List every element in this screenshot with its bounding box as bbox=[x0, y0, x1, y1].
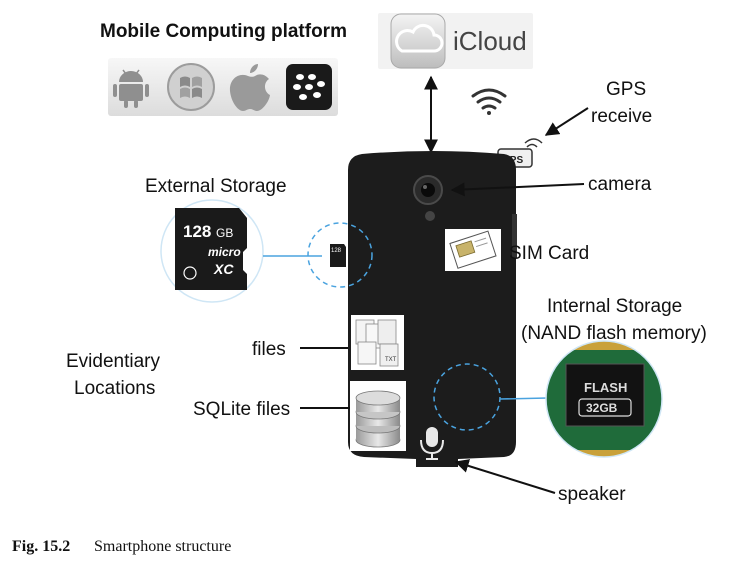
sim-card-image bbox=[445, 229, 501, 271]
os-icons-strip bbox=[108, 58, 338, 116]
platform-title: Mobile Computing platform bbox=[100, 21, 347, 42]
internal-storage-label-line1: Internal Storage bbox=[547, 296, 682, 317]
camera-label: camera bbox=[588, 174, 652, 195]
microphone-icon bbox=[420, 427, 444, 460]
icloud-icon bbox=[390, 13, 446, 69]
microsd-card-image: 128 GB micro XC bbox=[160, 199, 264, 303]
flash-capacity-text: 32GB bbox=[586, 401, 618, 415]
files-image: TXT bbox=[351, 315, 404, 370]
gps-label-line1: GPS bbox=[606, 79, 646, 100]
files-label: files bbox=[252, 339, 286, 360]
external-storage-highlight bbox=[307, 222, 373, 288]
icloud-label: iCloud bbox=[453, 26, 527, 56]
android-icon bbox=[113, 69, 149, 108]
sim-card-label: SIM Card bbox=[509, 243, 589, 264]
speaker-label: speaker bbox=[558, 484, 626, 505]
sqlite-files-label: SQLite files bbox=[193, 399, 290, 420]
speaker-arrow bbox=[454, 459, 556, 494]
camera-arrow bbox=[450, 182, 585, 197]
evidentiary-label-line1: Evidentiary bbox=[66, 351, 160, 372]
database-icon bbox=[350, 381, 406, 451]
external-storage-label: External Storage bbox=[145, 176, 287, 197]
figure-caption: Smartphone structure bbox=[94, 538, 231, 555]
sd-brand-top: micro bbox=[208, 245, 241, 259]
camera-icon bbox=[413, 175, 443, 221]
file-badge-text: TXT bbox=[385, 357, 397, 363]
blackberry-icon bbox=[286, 64, 332, 110]
icloud-badge: iCloud bbox=[378, 13, 533, 69]
internal-storage-highlight bbox=[433, 363, 501, 431]
windows-icon bbox=[167, 63, 215, 111]
sd-slot-card: 128 bbox=[328, 242, 348, 270]
sd-brand-bottom: XC bbox=[213, 261, 234, 277]
wifi-icon bbox=[471, 88, 507, 115]
internal-storage-label-line2: (NAND flash memory) bbox=[521, 323, 707, 344]
gps-arrow bbox=[544, 107, 589, 136]
internal-storage-connector bbox=[499, 397, 549, 400]
evidentiary-label-line2: Locations bbox=[74, 378, 155, 399]
apple-icon bbox=[229, 64, 270, 111]
nand-flash-image: FLASH 32GB bbox=[545, 340, 663, 458]
sd-unit-text: GB bbox=[216, 226, 233, 240]
flash-label-text: FLASH bbox=[584, 380, 627, 395]
gps-label-line2: receive bbox=[591, 106, 652, 127]
figure-number: Fig. 15.2 bbox=[12, 538, 70, 555]
sd-small-text: 128 bbox=[331, 248, 342, 254]
sd-capacity-text: 128 bbox=[183, 222, 211, 241]
